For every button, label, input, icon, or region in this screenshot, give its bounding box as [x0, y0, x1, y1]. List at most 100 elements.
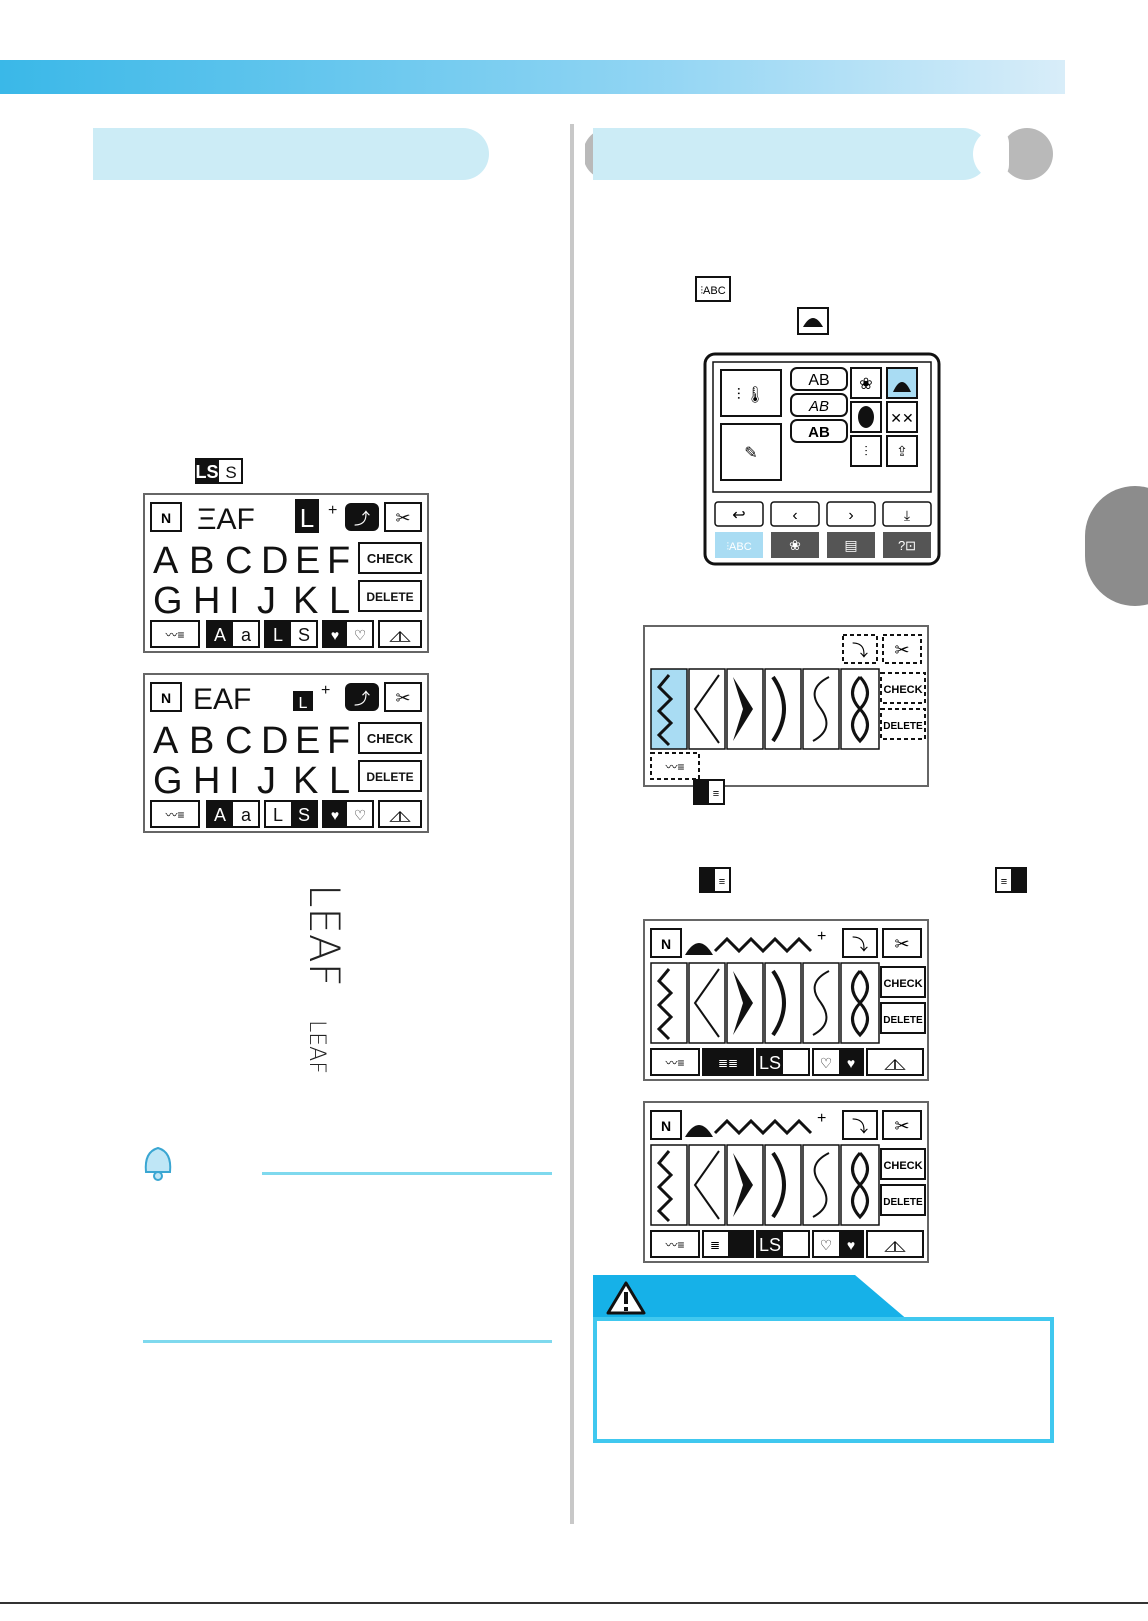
svg-text:G: G	[153, 580, 183, 622]
auto-reverse-icon	[842, 928, 878, 958]
auto-reverse-icon	[345, 503, 379, 531]
svg-text:♥: ♥	[331, 627, 339, 643]
svg-text:D: D	[261, 720, 288, 762]
check-button	[880, 966, 926, 998]
column-divider	[570, 124, 574, 1524]
svg-text:a: a	[241, 805, 252, 825]
letter-row-2: G H I J K L	[153, 580, 350, 622]
svg-text:CHECK: CHECK	[883, 978, 922, 990]
svg-text:♡: ♡	[354, 627, 367, 643]
svg-text:D: D	[261, 540, 288, 582]
check-button	[880, 1148, 926, 1180]
delete-button	[358, 760, 422, 792]
scissors-icon	[384, 682, 422, 712]
font-key-3	[790, 419, 848, 443]
svg-text:N: N	[161, 690, 171, 706]
svg-text:◿◺: ◿◺	[389, 627, 411, 643]
svg-text:S: S	[298, 805, 310, 825]
svg-text:⤵: ⤵	[852, 936, 868, 954]
warning-box	[593, 1317, 1054, 1443]
svg-text:A: A	[153, 720, 179, 762]
mirror-key	[866, 1048, 924, 1076]
svg-text:I: I	[229, 580, 240, 622]
svg-text:H: H	[193, 580, 220, 622]
svg-text:+: +	[321, 682, 330, 699]
svg-text:⤵: ⤵	[852, 642, 868, 660]
svg-text:H: H	[193, 760, 220, 802]
svg-text:J: J	[257, 580, 276, 622]
svg-text:B: B	[189, 540, 214, 582]
sewing-key	[720, 423, 782, 481]
svg-text:LS: LS	[759, 1235, 781, 1255]
svg-text:C: C	[225, 720, 252, 762]
save-button	[882, 501, 932, 527]
svg-text:CHECK: CHECK	[367, 731, 414, 746]
svg-text:K: K	[293, 760, 318, 802]
svg-text:⤓: ⤓	[904, 507, 910, 523]
svg-text:✂: ✂	[894, 1116, 909, 1136]
svg-text:⤵: ⤵	[852, 1118, 868, 1136]
sample-large: LEAF	[302, 884, 349, 987]
svg-text:B: B	[189, 720, 214, 762]
svg-text:L: L	[300, 503, 314, 533]
page-bottom-rule	[0, 1602, 1148, 1604]
svg-text:▤: ▤	[844, 537, 857, 553]
needle-icon	[150, 502, 182, 532]
delete-button	[358, 580, 422, 612]
scissors-icon	[384, 502, 422, 532]
svg-text:+: +	[817, 928, 826, 945]
memory-key	[886, 435, 918, 467]
svg-text:F: F	[327, 720, 350, 762]
auto-reverse-icon	[842, 634, 878, 664]
svg-text:L: L	[329, 580, 350, 622]
stitch-mode-key	[650, 1048, 700, 1076]
font-key-2	[790, 393, 848, 417]
mode-settings	[827, 532, 875, 558]
svg-text:N: N	[661, 1118, 671, 1134]
svg-text:✂: ✂	[894, 934, 909, 954]
svg-text:↩: ↩	[732, 507, 745, 524]
needle-icon	[650, 928, 682, 958]
svg-text:DELETE: DELETE	[366, 770, 413, 784]
density-key-icon-3: ≡	[995, 867, 1027, 893]
svg-text:AB: AB	[808, 398, 829, 415]
svg-text:AB: AB	[808, 372, 829, 389]
svg-text:L: L	[299, 695, 308, 712]
delete-button	[880, 708, 926, 740]
size-key-icon: LS S	[195, 458, 243, 484]
svg-text:DELETE: DELETE	[883, 1015, 923, 1026]
scissors-icon	[882, 928, 922, 958]
mirror-key	[378, 800, 422, 828]
density-key-icon-1: ≡	[693, 779, 725, 805]
svg-text:A: A	[153, 540, 179, 582]
svg-text:DELETE: DELETE	[366, 590, 413, 604]
heirloom-key	[850, 435, 882, 467]
svg-text:✂: ✂	[894, 640, 909, 660]
stitch-mode-key	[650, 752, 700, 780]
svg-text:♥: ♥	[847, 1237, 855, 1253]
svg-text:L: L	[329, 760, 350, 802]
mirror-key	[378, 620, 422, 648]
svg-text:✎: ✎	[744, 445, 757, 462]
page-header-bar	[0, 60, 1065, 94]
mode-stitch-selected	[715, 532, 763, 558]
font-key-1	[790, 367, 848, 391]
utility-stitch-key	[720, 369, 782, 417]
svg-text:I: I	[229, 760, 240, 802]
check-button	[358, 722, 422, 754]
menu-lcd: ⫶ 🌡 ✎ AB AB AB ❀ ✕✕ ⫶ ⇪ ↩ ‹ › ⤓ ⫶ABC	[703, 352, 941, 566]
stitch-mode-key	[650, 1230, 700, 1258]
section-header-right	[593, 128, 1053, 180]
svg-text:♥: ♥	[331, 807, 339, 823]
svg-text:⫶ABC: ⫶ABC	[726, 541, 751, 553]
letter-row-1: A B C D E F	[153, 540, 350, 582]
svg-text:✂: ✂	[395, 688, 410, 708]
memo-bell-icon	[140, 1142, 176, 1182]
check-button	[880, 672, 926, 704]
svg-text:♡: ♡	[820, 1237, 833, 1253]
svg-text:DELETE: DELETE	[883, 1197, 923, 1208]
section-header-left	[93, 128, 635, 180]
svg-text:N: N	[661, 936, 671, 952]
stitch-mode-key	[150, 620, 200, 648]
svg-text:✕✕: ✕✕	[890, 410, 913, 426]
